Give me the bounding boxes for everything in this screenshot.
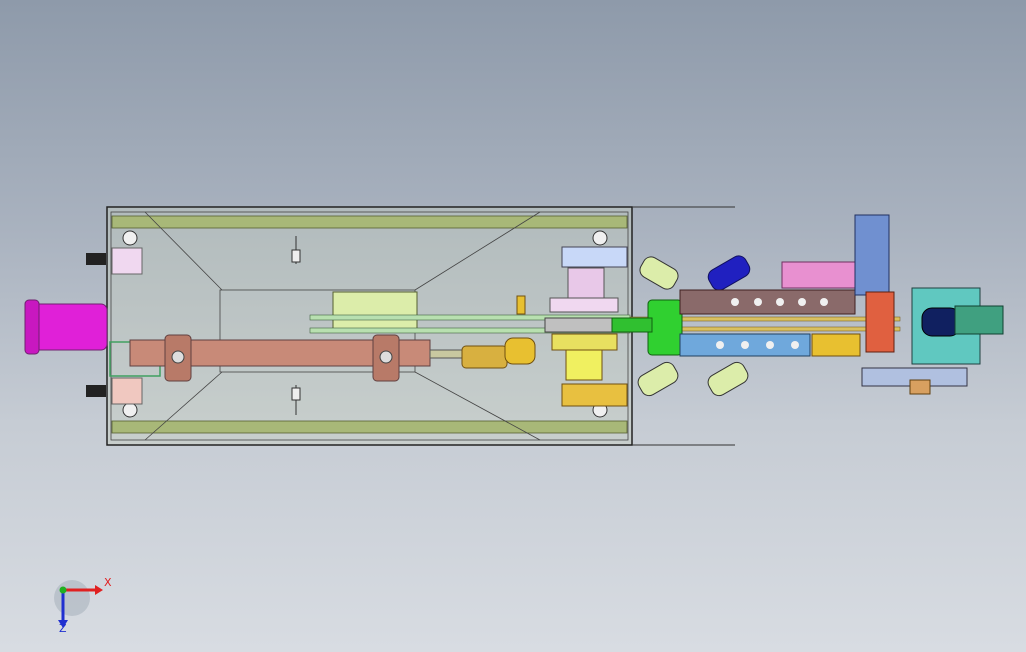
bottom-plate bbox=[861, 367, 968, 395]
lower-blue-bar bbox=[679, 333, 861, 357]
teal-block bbox=[911, 287, 1004, 365]
spindle-assembly bbox=[544, 246, 631, 407]
motor bbox=[24, 247, 143, 405]
pneumatic-cylinder bbox=[109, 334, 536, 382]
y-axis-arrow bbox=[59, 586, 67, 594]
triad-base bbox=[54, 580, 90, 616]
slotted-arm-top-left bbox=[639, 256, 679, 290]
pink-block bbox=[781, 261, 858, 289]
sensor-top bbox=[291, 236, 301, 264]
z-axis-label: Z bbox=[59, 622, 67, 635]
slotted-arm-bottom-left bbox=[637, 361, 679, 397]
upper-brown-bar bbox=[679, 289, 856, 315]
red-clamp bbox=[865, 291, 895, 353]
sensor-bottom bbox=[291, 385, 301, 415]
mount-bracket bbox=[332, 291, 526, 333]
slotted-arm-bottom-right bbox=[707, 361, 749, 397]
gear bbox=[611, 299, 683, 356]
x-axis-label: X bbox=[104, 576, 112, 589]
slotted-arm-top-blue bbox=[707, 255, 751, 291]
